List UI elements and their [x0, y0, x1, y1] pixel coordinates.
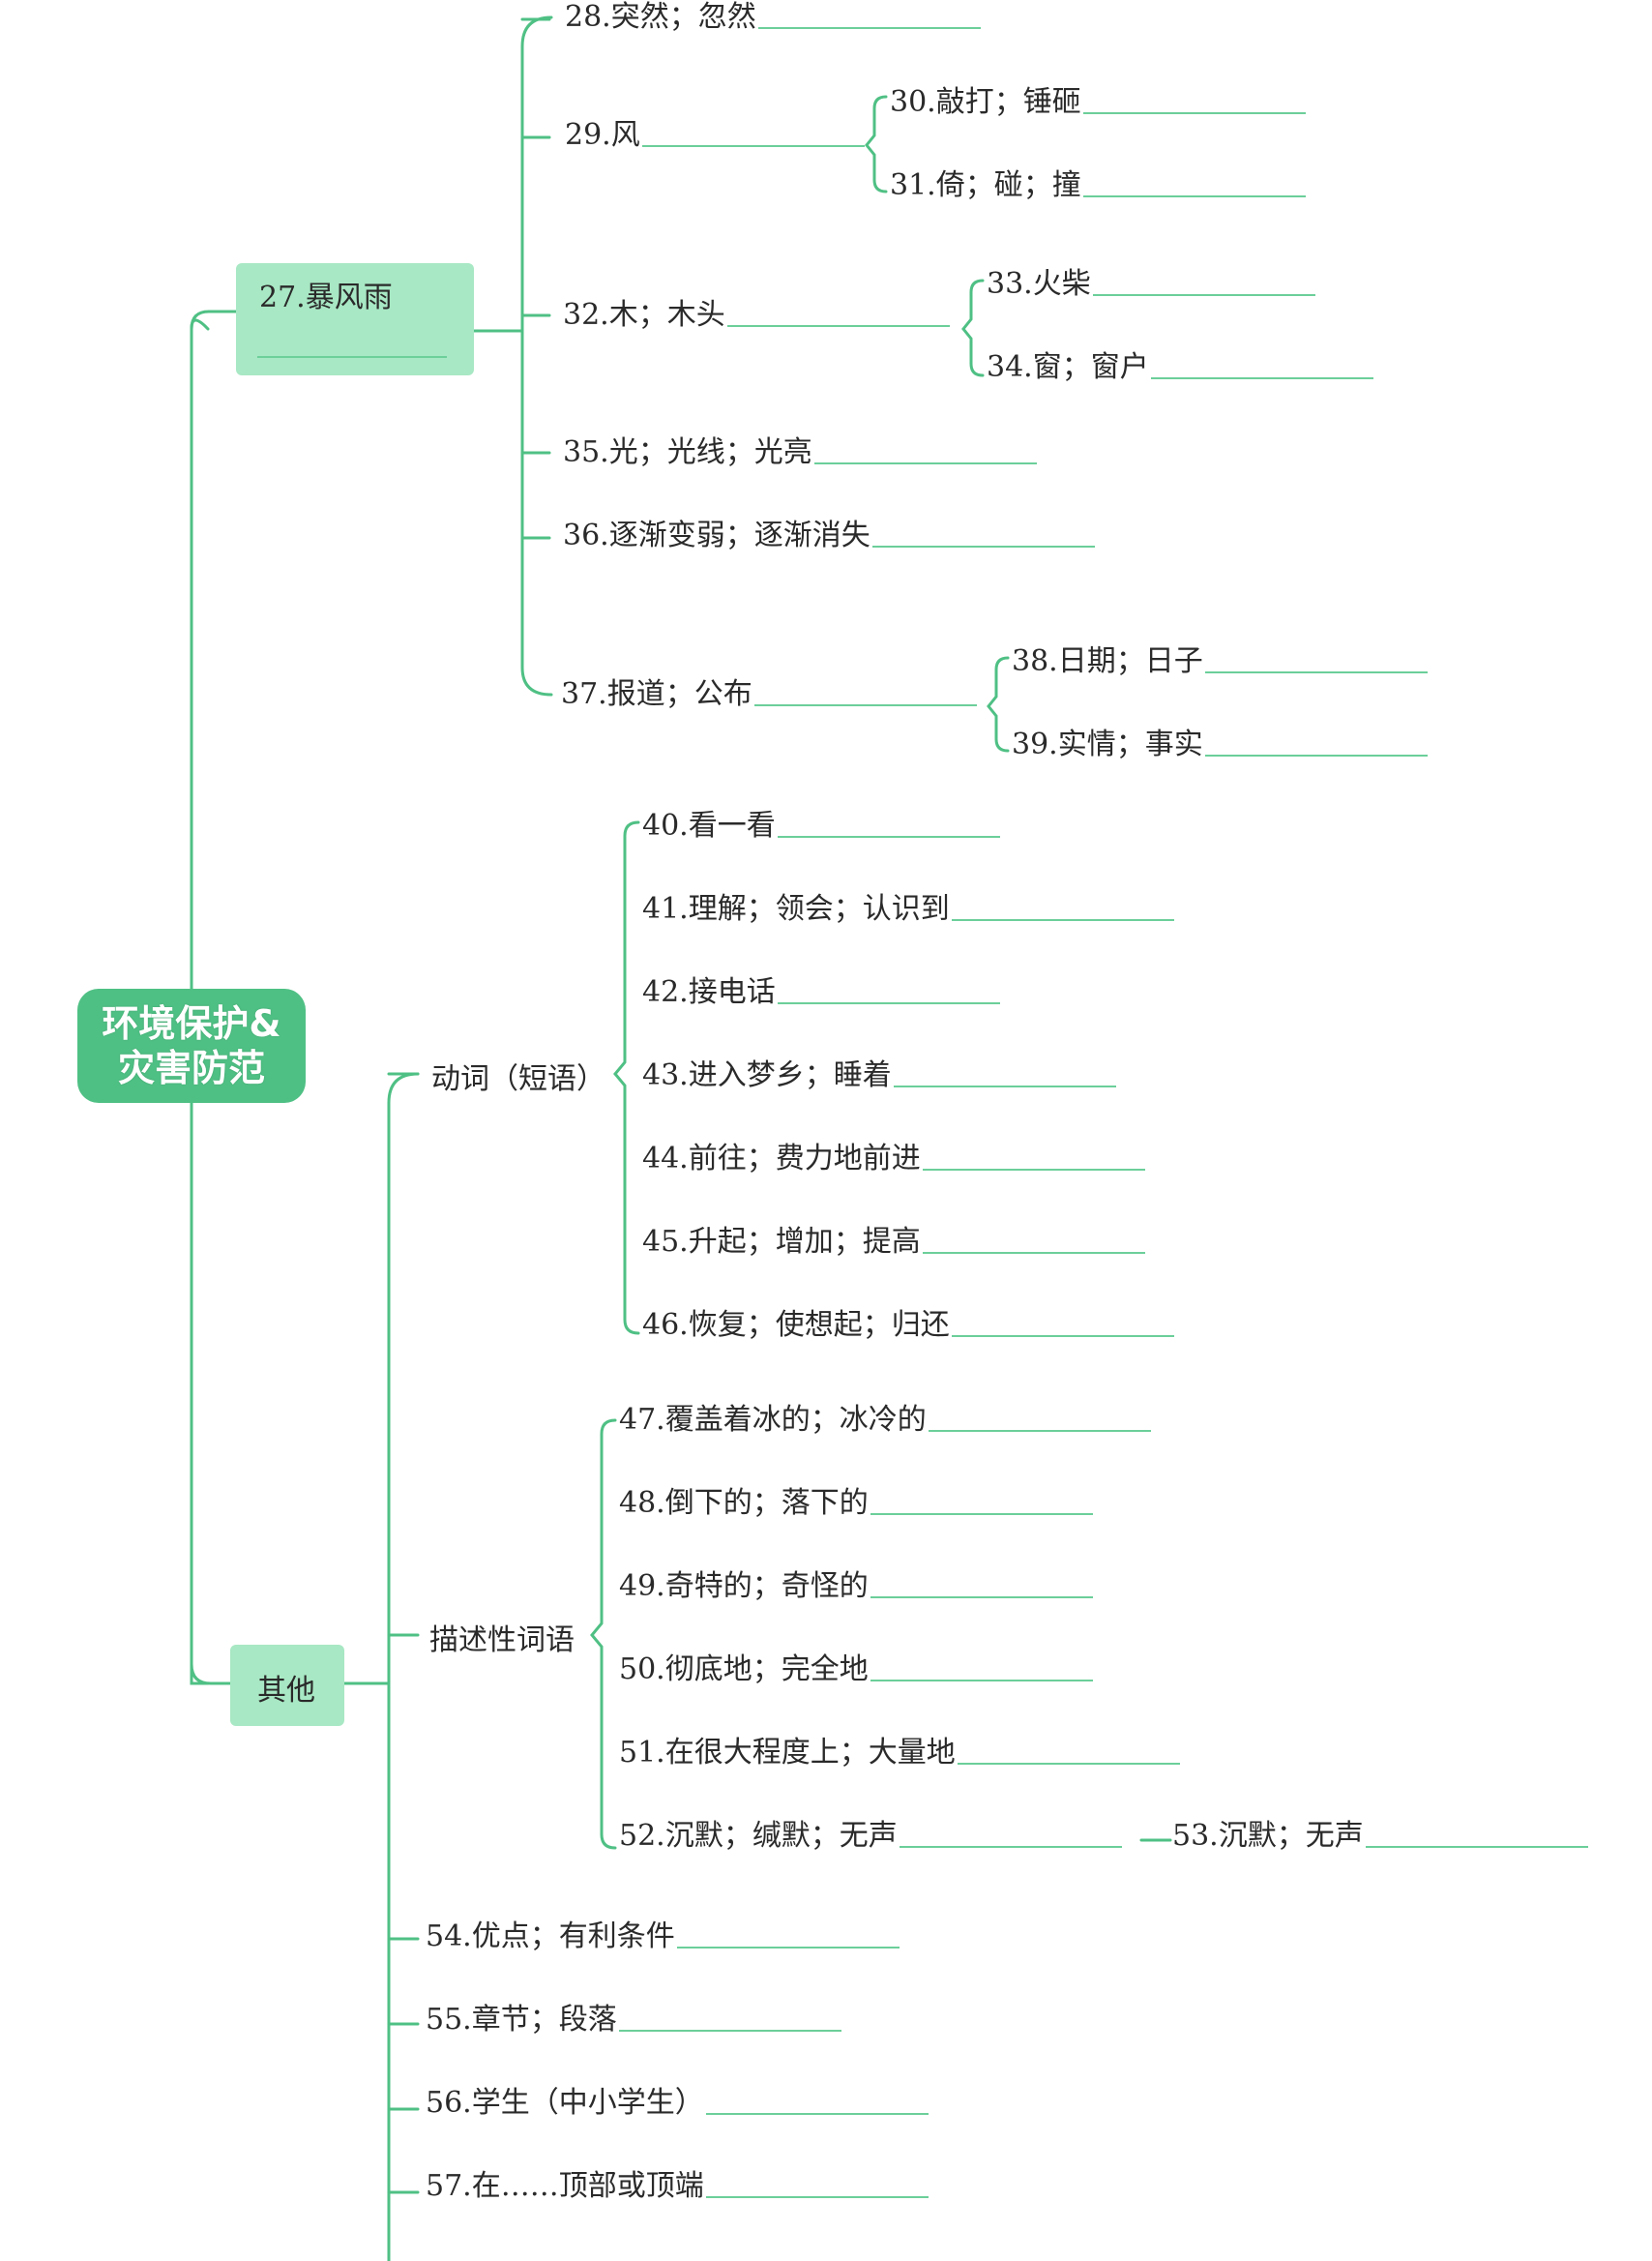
answer-blank[interactable] [951, 919, 1174, 921]
item-53: 53.沉默；无声 [1172, 1819, 1588, 1854]
item-46: 46.恢复；使想起；归还 [642, 1308, 1174, 1343]
answer-blank[interactable] [1204, 671, 1428, 673]
item-40: 40.看一看 [642, 809, 1000, 844]
item-54: 54.优点；有利条件 [426, 1919, 900, 1954]
item-37: 37.报道；公布 [561, 677, 977, 712]
answer-blank[interactable] [870, 1513, 1093, 1515]
answer-blank[interactable] [753, 704, 977, 706]
root-to-storm-line [190, 310, 240, 331]
answer-blank[interactable] [777, 1002, 1000, 1004]
item-39: 39.实情；事实 [1012, 728, 1428, 762]
item-50: 50.彻底地；完全地 [619, 1652, 1093, 1687]
answer-blank[interactable] [1365, 1846, 1588, 1848]
item-42: 42.接电话 [642, 975, 1000, 1010]
item-56: 56.学生（中小学生） [426, 2086, 929, 2121]
answer-blank[interactable] [1092, 294, 1315, 296]
answer-blank[interactable] [777, 836, 1000, 838]
answer-blank[interactable] [951, 1335, 1174, 1337]
other-topic-box: 其他 [230, 1645, 344, 1726]
answer-blank[interactable] [870, 1680, 1093, 1681]
item-44: 44.前往；费力地前进 [642, 1142, 1145, 1176]
answer-blank[interactable] [1204, 755, 1428, 757]
answer-blank[interactable] [726, 325, 950, 327]
answer-blank[interactable] [893, 1086, 1116, 1087]
answer-blank[interactable] [899, 1846, 1122, 1848]
answer-blank[interactable] [705, 2113, 929, 2115]
answer-blank[interactable] [871, 546, 1095, 548]
item-34: 34.窗；窗户 [987, 350, 1373, 385]
item-35: 35.光；光线；光亮 [563, 435, 1037, 470]
descriptive-brace [590, 1418, 617, 1850]
verbs-brace [613, 820, 640, 1335]
answer-blank[interactable] [1082, 195, 1306, 197]
answer-blank[interactable] [928, 1430, 1151, 1432]
item-28: 28.突然；忽然 [565, 0, 981, 35]
item-41: 41.理解；领会；认识到 [642, 892, 1174, 927]
answer-blank[interactable] [922, 1252, 1145, 1254]
other-topic-label: 其他 [257, 1674, 315, 1708]
answer-blank[interactable] [1082, 112, 1306, 114]
storm-topic-blank [257, 356, 447, 358]
item-45: 45.升起；增加；提高 [642, 1225, 1145, 1260]
item-49: 49.奇特的；奇怪的 [619, 1569, 1093, 1604]
report-brace [987, 656, 1010, 753]
root-line-2: 灾害防范 [117, 1047, 265, 1089]
root-node: 环境保护& 灾害防范 [77, 989, 306, 1103]
answer-blank[interactable] [922, 1169, 1145, 1171]
descriptive-category: 描述性词语 [429, 1623, 575, 1657]
item-29: 29.风 [565, 118, 865, 153]
item-51: 51.在很大程度上；大量地 [619, 1736, 1180, 1770]
item-32: 32.木；木头 [563, 298, 950, 333]
item-52: 52.沉默；缄默；无声 [619, 1819, 1122, 1854]
item-33: 33.火柴 [987, 267, 1315, 302]
item-43: 43.进入梦乡；睡着 [642, 1058, 1116, 1093]
verbs-category: 动词（短语） [431, 1062, 605, 1096]
item-47: 47.覆盖着冰的；冰冷的 [619, 1403, 1151, 1438]
item-30: 30.敲打；锤砸 [890, 85, 1306, 120]
answer-blank[interactable] [957, 1763, 1180, 1765]
wood-brace [961, 279, 985, 377]
wind-brace [865, 95, 888, 193]
item-36: 36.逐渐变弱；逐渐消失 [563, 519, 1095, 553]
other-branch-vertical [387, 1072, 420, 2261]
answer-blank[interactable] [641, 145, 865, 147]
answer-blank[interactable] [757, 27, 981, 29]
item-57: 57.在……顶部或顶端 [426, 2169, 929, 2204]
root-to-other-line [190, 1662, 234, 1685]
storm-topic-label: 27.暴风雨 [259, 281, 393, 314]
item-31: 31.倚；碰；撞 [890, 168, 1306, 203]
answer-blank[interactable] [618, 2030, 841, 2032]
item-55: 55.章节；段落 [426, 2003, 841, 2038]
answer-blank[interactable] [676, 1947, 900, 1949]
answer-blank[interactable] [870, 1596, 1093, 1598]
storm-branch-vertical [520, 15, 553, 697]
answer-blank[interactable] [705, 2196, 929, 2198]
answer-blank[interactable] [813, 462, 1037, 464]
storm-topic-box: 27.暴风雨 [236, 263, 474, 375]
item-48: 48.倒下的；落下的 [619, 1486, 1093, 1521]
item-38: 38.日期；日子 [1012, 644, 1428, 679]
root-line-1: 环境保护& [102, 1002, 281, 1045]
answer-blank[interactable] [1150, 377, 1373, 379]
